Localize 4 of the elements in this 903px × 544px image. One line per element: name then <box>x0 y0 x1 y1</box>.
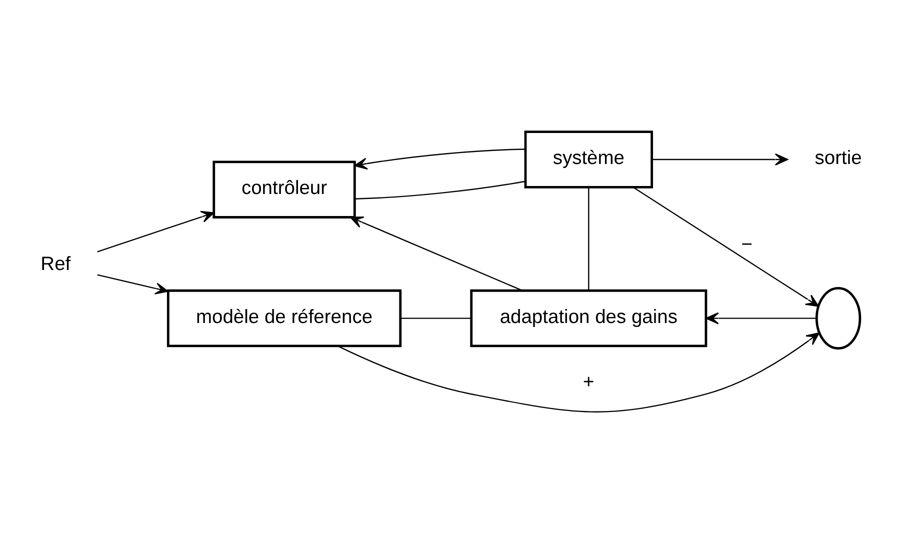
node-text: sortie <box>814 148 862 170</box>
edge-label: − <box>741 234 753 256</box>
node-text: Ref <box>40 254 71 275</box>
edge-label: + <box>583 372 594 393</box>
